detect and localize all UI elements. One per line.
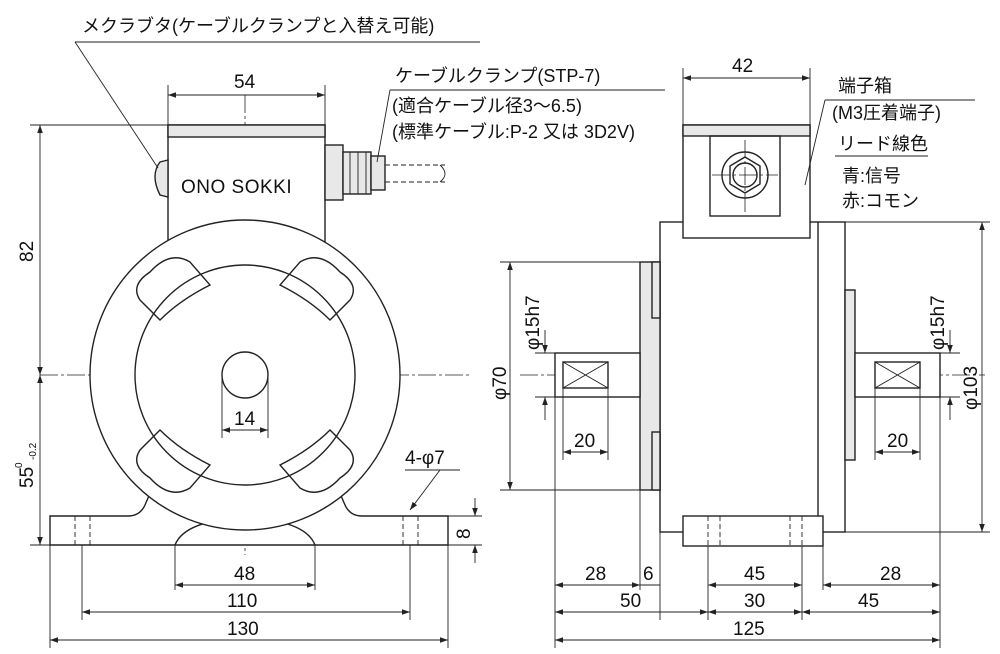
dim-14: 14 (234, 409, 256, 430)
dim-45-right: 45 (858, 591, 879, 612)
dim-55-tol-lower: -0.2 (28, 442, 39, 460)
dim-phi70: φ70 (490, 367, 511, 400)
dim-28-right: 28 (880, 564, 901, 585)
dim-125: 125 (733, 619, 765, 640)
cable-clamp-label: ケーブルクランプ(STP-7) (395, 65, 600, 86)
dim-50: 50 (620, 591, 641, 612)
side-view: 端子箱 (M3圧着端子) リード線色 青:信号 赤:コモン 42 φ70 φ15… (490, 56, 990, 648)
dim-54: 54 (234, 72, 256, 93)
dim-55: 55 (17, 467, 38, 488)
lead-color-label: リード線色 (838, 134, 928, 154)
dim-130: 130 (227, 619, 259, 640)
dim-48: 48 (234, 564, 255, 585)
dim-30: 30 (744, 591, 765, 612)
dim-8: 8 (454, 528, 475, 539)
dim-82: 82 (17, 241, 38, 262)
terminal-box-label: 端子箱 (838, 76, 892, 96)
dim-42: 42 (732, 56, 753, 77)
dim-110: 110 (227, 591, 257, 612)
dim-55-tol-upper: 0 (14, 462, 25, 468)
top-cover-label: メクラブタ(ケーブルクランプと入替え可能) (82, 15, 434, 36)
dim-6: 6 (643, 564, 654, 585)
dim-28-left: 28 (585, 564, 606, 585)
lead-red-label: 赤:コモン (842, 191, 919, 211)
dim-shaft-right: φ15h7 (928, 295, 949, 350)
dim-shaft-left: φ15h7 (523, 295, 544, 350)
dim-key-left: 20 (574, 431, 595, 452)
terminal-spec-label: (M3圧着端子) (832, 103, 941, 123)
cable-diameter-label: (適合ケーブル径3～6.5) (392, 95, 582, 116)
dim-45-base: 45 (744, 564, 765, 585)
dim-key-right: 20 (887, 431, 908, 452)
holes-label: 4-φ7 (405, 448, 445, 469)
dim-phi103: φ103 (961, 366, 982, 410)
front-view: ONO SOKKI メクラブタ(ケーブルクランプと入替え可能) ケーブルクランプ… (14, 15, 665, 648)
brand-logo: ONO SOKKI (181, 177, 292, 198)
standard-cable-label: (標準ケーブル:P-2 又は 3D2V) (392, 121, 635, 142)
lead-blue-label: 青:信号 (842, 166, 901, 186)
